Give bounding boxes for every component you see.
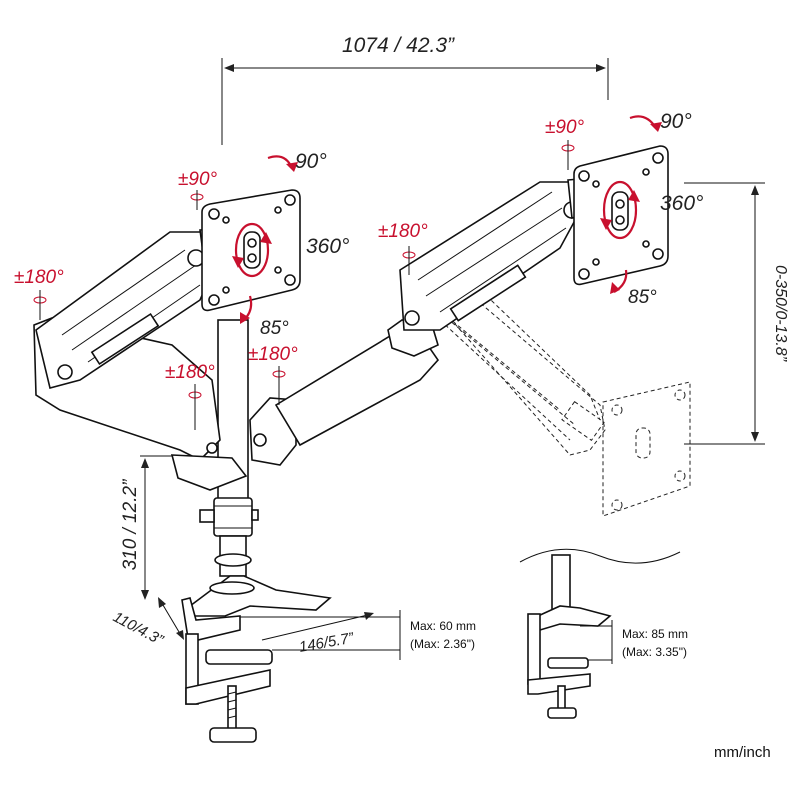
right-pole-swivel-label: ±180° [248, 344, 298, 365]
height-collar [213, 497, 253, 537]
right-arm [399, 177, 595, 331]
left-rotate-label: 90° [295, 150, 327, 173]
right-spin-arrow-icon [628, 190, 640, 202]
right-tilt-down-arrow-icon [610, 282, 620, 294]
clamp-desk-pad [205, 649, 273, 665]
left-spin-arrow-icon [260, 232, 272, 244]
right-rotate-label: 90° [660, 110, 692, 133]
alt-max-in: (Max: 3.35") [622, 645, 687, 659]
right-tilt-down-label: 85° [628, 287, 657, 308]
standard-max-mm: Max: 60 mm [410, 619, 476, 633]
left-tilt-down-arrow-icon [240, 312, 250, 324]
clamp-knob [209, 727, 257, 743]
pole-height-label: 310 / 12.2” [120, 478, 141, 571]
center-joint [249, 319, 440, 466]
alt-max-mm: Max: 85 mm [622, 627, 688, 641]
base-width-label: 146/5.7” [298, 629, 356, 655]
left-rotate-arrow-icon [286, 162, 298, 172]
center-pole [217, 319, 249, 521]
swivel-markers [33, 140, 575, 430]
right-tilt-up-label: ±90° [545, 117, 585, 138]
alt-clamp-knob [547, 707, 577, 719]
vertical-travel-label: 0-350/0-13.8” [772, 265, 789, 362]
left-vesa-plate [201, 189, 301, 312]
vertical-travel-dimension: 0-350/0-13.8” [684, 182, 789, 445]
standard-max-in: (Max: 2.36") [410, 637, 475, 651]
units-label: mm/inch [714, 744, 771, 761]
standard-clamp-note: Max: 60 mm (Max: 2.36") [240, 610, 476, 660]
right-spin-label: 360° [660, 192, 703, 215]
alt-clamp-base [537, 605, 612, 632]
right-rotate-arrow-icon [650, 122, 662, 132]
right-vesa-plate [573, 145, 669, 286]
left-tilt-up-label: ±90° [178, 169, 218, 190]
clamp-base [188, 575, 332, 617]
base-depth-label: 110/4.3” [110, 609, 166, 650]
pole-ring [214, 553, 252, 567]
left-pole-swivel-label: ±180° [165, 362, 215, 383]
alt-pole [551, 554, 571, 611]
left-arm-swivel-label: ±180° [14, 267, 64, 288]
center-swivel-label: ±180° [378, 221, 428, 242]
angle-labels: ±180° ±90° 90° 360° 85° ±180° ±180° ±180… [14, 110, 703, 383]
collar-knob [199, 509, 215, 523]
total-width-label: 1074 / 42.3” [342, 34, 455, 57]
alt-clamp-side [527, 613, 541, 685]
pole-height-dimension: 310 / 12.2” [120, 455, 178, 600]
left-spin-label: 360° [306, 235, 349, 258]
width-dimension: 1074 / 42.3” [221, 34, 609, 145]
left-tilt-down-label: 85° [260, 318, 289, 339]
right-upper-arm [399, 181, 587, 331]
left-arm-joint [170, 454, 248, 491]
alt-clamp: Max: 85 mm (Max: 3.35") [519, 548, 688, 719]
pole-assembly [181, 319, 332, 743]
rotation-arrows [240, 115, 662, 324]
